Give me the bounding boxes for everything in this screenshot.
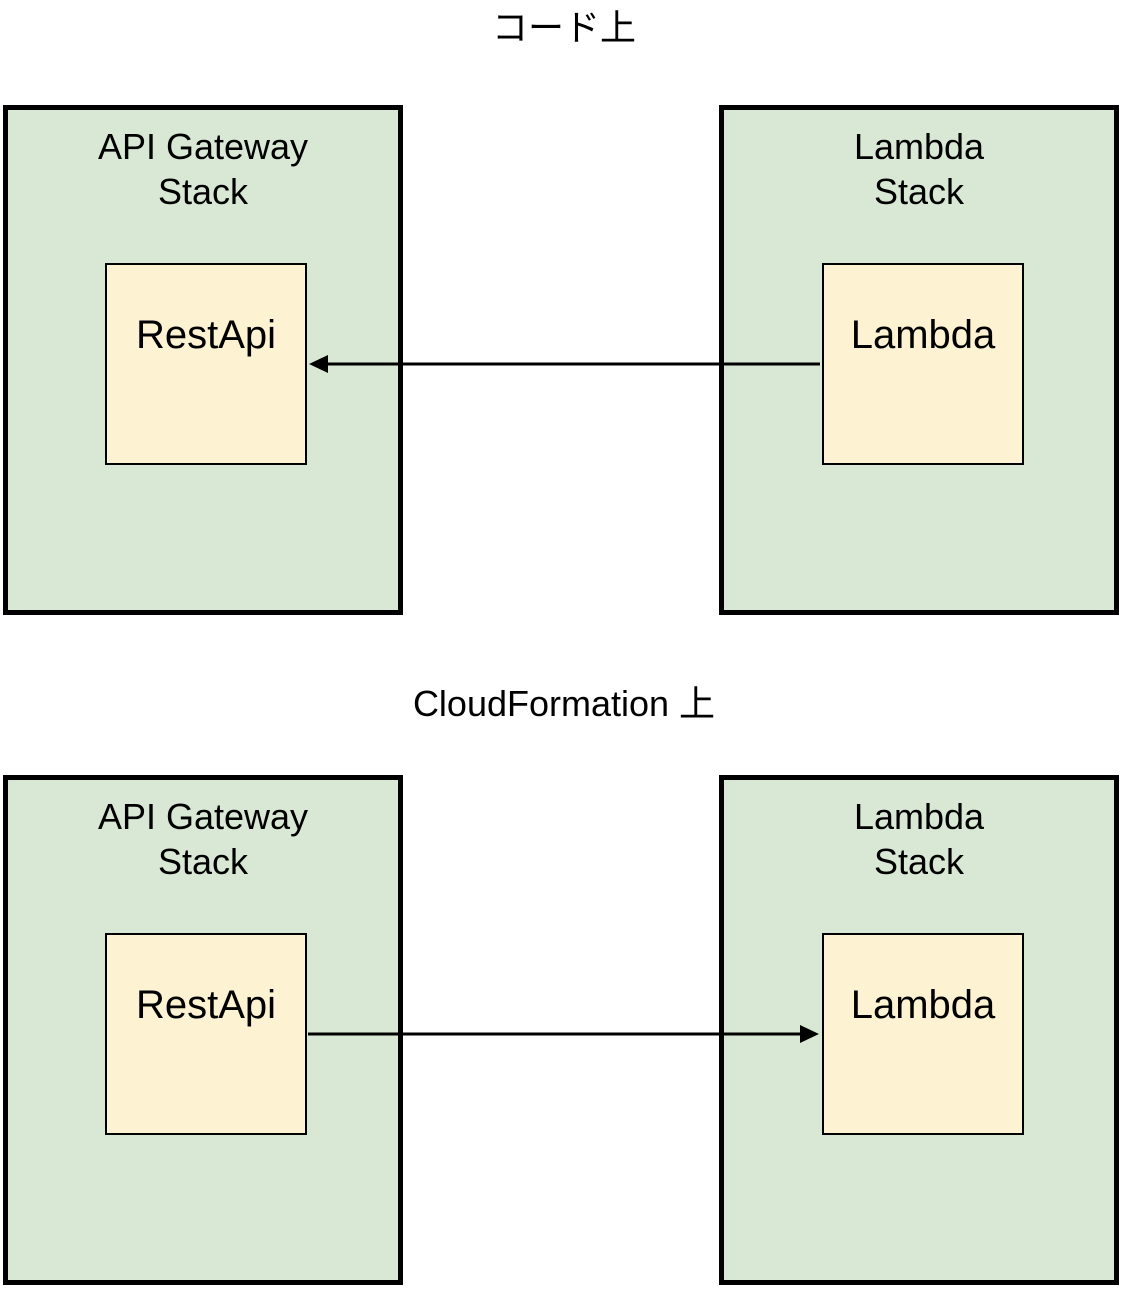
stack-label-line1: API Gateway (97, 796, 309, 837)
lambda-resource: Lambda (822, 933, 1024, 1135)
stack-label-line2: Stack (157, 171, 249, 212)
stack-label-line2: Stack (873, 171, 965, 212)
stack-label: API Gateway Stack (8, 124, 398, 214)
stack-label: Lambda Stack (724, 794, 1114, 884)
lambda-resource: Lambda (822, 263, 1024, 465)
resource-label: RestApi (135, 313, 277, 357)
stack-label-line1: API Gateway (97, 126, 309, 167)
api-gateway-stack-code: API Gateway Stack RestApi (3, 105, 403, 615)
stack-label-line2: Stack (873, 841, 965, 882)
lambda-stack-cloudformation: Lambda Stack Lambda (719, 775, 1119, 1285)
stack-label-line1: Lambda (853, 126, 985, 167)
api-gateway-stack-cloudformation: API Gateway Stack RestApi (3, 775, 403, 1285)
restapi-resource: RestApi (105, 933, 307, 1135)
stack-label-line2: Stack (157, 841, 249, 882)
stack-label-line1: Lambda (853, 796, 985, 837)
section-title-code: コード上 (491, 7, 636, 48)
section-title-cloudformation: CloudFormation 上 (412, 683, 716, 724)
resource-label: Lambda (850, 313, 996, 357)
lambda-stack-code: Lambda Stack Lambda (719, 105, 1119, 615)
resource-label: Lambda (850, 983, 996, 1027)
resource-label: RestApi (135, 983, 277, 1027)
stack-label: Lambda Stack (724, 124, 1114, 214)
stack-label: API Gateway Stack (8, 794, 398, 884)
restapi-resource: RestApi (105, 263, 307, 465)
